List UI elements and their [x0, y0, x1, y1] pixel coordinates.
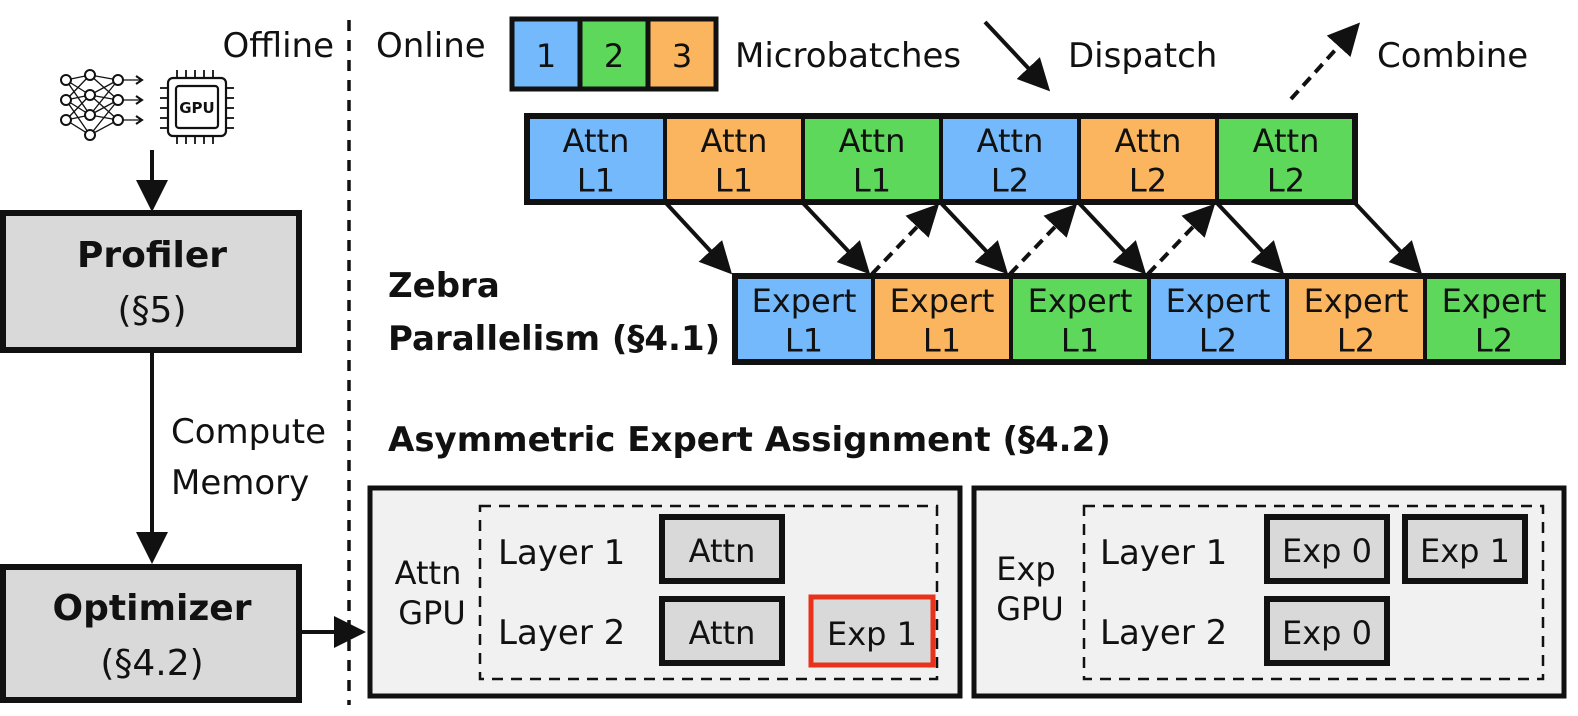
- attn-cell-3-line1: Attn: [839, 122, 906, 160]
- exp-gpu-layer2-label: Layer 2: [1100, 613, 1227, 653]
- exp-gpu-l2-exp0-box: [1264, 596, 1390, 666]
- exp-gpu-layer1-label: Layer 1: [1100, 533, 1227, 573]
- dispatch-label: Dispatch: [1068, 36, 1217, 76]
- microbatch-2-label: 2: [604, 37, 624, 75]
- attn-cell-4-line2: L2: [991, 162, 1029, 200]
- microbatch-2: [577, 16, 651, 92]
- dispatch-legend-arrow: [983, 20, 1051, 92]
- microbatches-label: Microbatches: [735, 36, 961, 76]
- online-label: Online: [376, 26, 486, 66]
- attn-cell-2-box: [663, 114, 805, 204]
- expert-cell-5-line1: Expert: [1304, 282, 1409, 320]
- combine-arrows: [870, 203, 1216, 276]
- attn-gpu-dashed-group: [478, 504, 939, 681]
- attn-cell-3-box: [801, 114, 943, 204]
- optimizer-ref: (§4.2): [100, 643, 203, 684]
- exp-gpu-l1-exp0-text: Exp 0: [1282, 532, 1372, 570]
- attn-gpu-label-line1: Attn: [395, 554, 462, 592]
- attn-gpu-label-line2: GPU: [398, 594, 466, 632]
- optimizer-box: [0, 564, 302, 703]
- attn-gpu-l1-attn-text: Attn: [689, 532, 756, 570]
- exp-gpu-l1-exp1-box: [1402, 514, 1528, 584]
- attn-cell-1-line1: Attn: [563, 122, 630, 160]
- attn-cell-1-line2: L1: [577, 162, 615, 200]
- attn-cell-6-line2: L2: [1267, 162, 1305, 200]
- expert-cell-6-line2: L2: [1475, 322, 1513, 360]
- expert-cell-2-line2: L1: [923, 322, 961, 360]
- gpu-chip-text: GPU: [179, 99, 215, 117]
- zebra-label-line2: Parallelism (§4.1): [388, 319, 720, 359]
- edge-label-memory: Memory: [171, 463, 309, 503]
- attn-gpu-l2-exp-text: Exp 1: [827, 615, 917, 653]
- expert-cell-3-line2: L1: [1061, 322, 1099, 360]
- expert-cell-6-line1: Expert: [1442, 282, 1547, 320]
- neural-network-icon: [60, 69, 144, 141]
- expert-cell-4-line1: Expert: [1166, 282, 1271, 320]
- combine-label: Combine: [1377, 36, 1528, 76]
- attn-cell-2-line2: L1: [715, 162, 753, 200]
- attn-cell-5-line2: L2: [1129, 162, 1167, 200]
- exp-gpu-label-line2: GPU: [996, 590, 1064, 628]
- microbatch-3: [645, 16, 719, 92]
- profiler-ref: (§5): [118, 290, 187, 331]
- attn-cell-2-line1: Attn: [701, 122, 768, 160]
- dispatch-arrows: [663, 200, 1423, 275]
- microbatch-1-label: 1: [536, 37, 556, 75]
- expert-cell-5-line2: L2: [1337, 322, 1375, 360]
- profiler-title: Profiler: [77, 235, 227, 276]
- edge-label-compute: Compute: [171, 412, 326, 452]
- exp-gpu-l1-exp1-text: Exp 1: [1420, 532, 1510, 570]
- optimizer-title: Optimizer: [53, 588, 252, 629]
- expert-cell-1-line1: Expert: [752, 282, 857, 320]
- offline-label: Offline: [222, 26, 334, 66]
- exp-gpu-l2-exp0-text: Exp 0: [1282, 614, 1372, 652]
- attn-cell-6-line1: Attn: [1253, 122, 1320, 160]
- attn-cell-5-line1: Attn: [1115, 122, 1182, 160]
- attn-gpu-l1-attn-box: [659, 514, 785, 584]
- combine-legend-arrow: [1289, 22, 1361, 101]
- expert-cell-3-line1: Expert: [1028, 282, 1133, 320]
- exp-gpu-label-line1: Exp: [996, 550, 1055, 588]
- attn-gpu-l2-attn-box: [659, 596, 785, 666]
- expert-row: ExpertL1ExpertL1ExpertL1ExpertL2ExpertL2…: [732, 273, 1566, 365]
- attn-gpu-l2-attn-text: Attn: [689, 614, 756, 652]
- expert-cell-1-line2: L1: [785, 322, 823, 360]
- profiler-box: [0, 210, 302, 353]
- expert-cell-outline: [732, 273, 1566, 365]
- expert-cell-2-line1: Expert: [890, 282, 995, 320]
- gpu-chip-icon: [160, 70, 234, 144]
- exp-gpu-l1-exp0-box: [1264, 514, 1390, 584]
- microbatch-3-label: 3: [672, 37, 692, 75]
- attn-gpu-l2-exp-box: [808, 594, 936, 668]
- attn-gpu-layer2-label: Layer 2: [498, 613, 625, 653]
- zebra-label-line1: Zebra: [388, 266, 500, 306]
- attn-cell-4-line1: Attn: [977, 122, 1044, 160]
- asymmetric-title: Asymmetric Expert Assignment (§4.2): [388, 420, 1111, 460]
- exp-gpu-dashed-group: [1082, 504, 1545, 681]
- attn-gpu-layer1-label: Layer 1: [498, 533, 625, 573]
- attn-cell-3-line2: L1: [853, 162, 891, 200]
- expert-cell-4-line2: L2: [1199, 322, 1237, 360]
